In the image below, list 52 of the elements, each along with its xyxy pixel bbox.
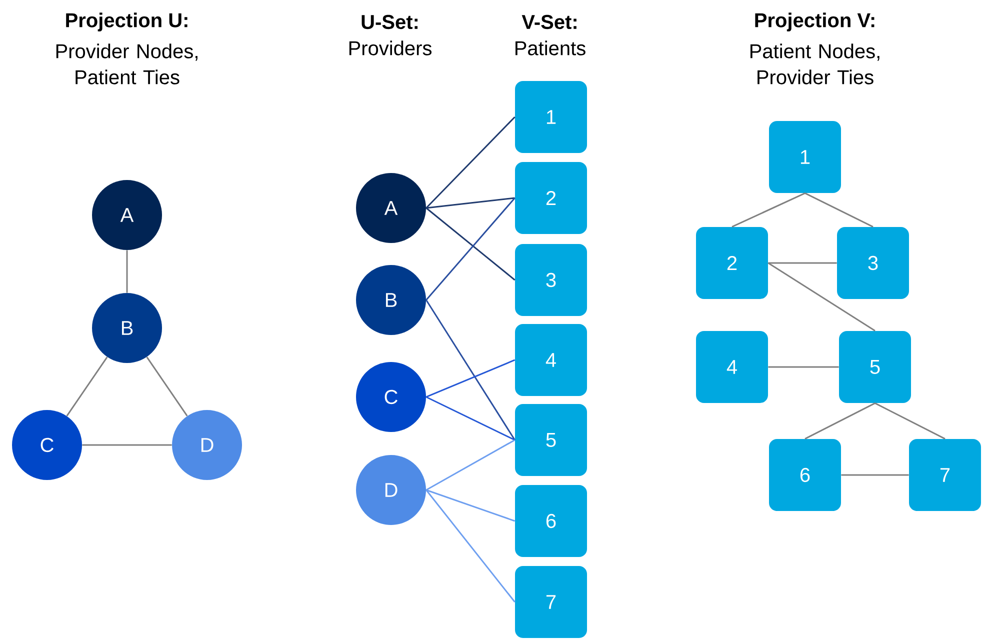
square-node: 4 — [515, 324, 587, 396]
edge-line — [426, 300, 516, 440]
edge-line — [66, 356, 108, 416]
subheading: Patient Nodes, Provider Ties — [750, 44, 880, 84]
edge-line — [768, 262, 876, 332]
edge-line — [874, 402, 946, 440]
edge-line — [426, 359, 516, 398]
edge-line — [804, 402, 876, 440]
subheading: Patients — [516, 40, 586, 56]
edge-line — [426, 197, 515, 209]
edge-line — [82, 444, 172, 446]
edge-line — [732, 192, 806, 228]
square-node: 3 — [837, 227, 909, 299]
edge-line — [426, 207, 516, 281]
heading: Projection V: — [755, 12, 874, 32]
square-node: 6 — [769, 439, 841, 511]
edge-line — [768, 262, 837, 264]
square-node: 2 — [696, 227, 768, 299]
circle-node: C — [356, 362, 426, 432]
square-node: 6 — [515, 485, 587, 557]
circle-node: D — [172, 410, 242, 480]
edge-line — [804, 192, 874, 228]
edge-line — [426, 489, 516, 522]
circle-node: D — [356, 455, 426, 525]
circle-node: B — [92, 293, 162, 363]
square-node: 5 — [515, 404, 587, 476]
circle-node: A — [92, 180, 162, 250]
circle-node: A — [356, 173, 426, 243]
square-node: 1 — [769, 121, 841, 193]
edge-line — [426, 198, 516, 300]
edge-line — [426, 439, 516, 491]
square-node: 5 — [839, 331, 911, 403]
edge-line — [426, 396, 516, 441]
square-node: 1 — [515, 81, 587, 153]
square-node: 2 — [515, 162, 587, 234]
subheading: Providers — [349, 40, 432, 56]
square-node: 3 — [515, 244, 587, 316]
edge-line — [426, 116, 516, 209]
subheading: Provider Nodes, Patient Ties — [56, 44, 198, 84]
square-node: 4 — [696, 331, 768, 403]
edge-line — [841, 474, 909, 476]
edge-line — [146, 356, 188, 416]
square-node: 7 — [515, 566, 587, 638]
edge-line — [426, 490, 516, 602]
edge-line — [768, 366, 839, 368]
heading: U-Set: — [362, 14, 418, 30]
circle-node: C — [12, 410, 82, 480]
heading: V-Set: — [522, 14, 576, 30]
heading: Projection U: — [66, 12, 188, 32]
square-node: 7 — [909, 439, 981, 511]
edge-line — [126, 250, 128, 293]
circle-node: B — [356, 265, 426, 335]
